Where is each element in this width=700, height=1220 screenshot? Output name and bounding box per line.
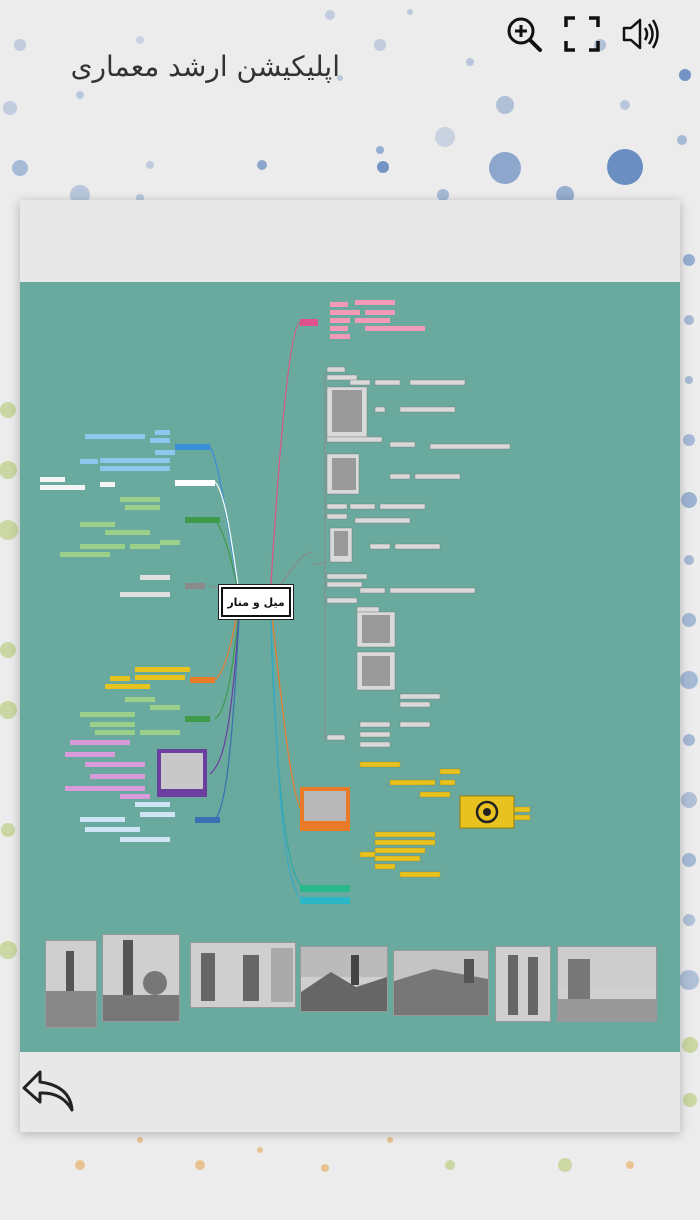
mindmap-watermark: · · · · · · · · · · · · · · [332,284,368,289]
zoom-in-icon [507,17,542,52]
zoom-in-button[interactable] [503,14,545,54]
thumbnail-image [393,950,489,1016]
fullscreen-button[interactable] [561,14,603,54]
top-bar: اپلیکیشن ارشد معماری [0,0,700,110]
back-button[interactable] [20,1066,80,1116]
mindmap-graph [40,300,531,904]
app-title: اپلیکیشن ارشد معماری [70,50,340,83]
thumbnail-image [102,934,180,1022]
thumbnail-image [45,940,97,1028]
thumbnail-image [557,946,657,1022]
mindmap-image[interactable]: · · · · · · · · · · · · · · [20,282,680,1052]
mindmap-center-node: میل و منار [221,587,291,617]
speaker-icon [622,18,659,50]
book-page: · · · · · · · · · · · · · · [20,200,680,1132]
thumbnail-strip [20,932,680,1032]
thumbnail-image [495,946,551,1022]
fullscreen-icon [564,16,600,52]
thumbnail-image [300,946,388,1012]
thumbnail-image [190,942,296,1008]
undo-arrow-icon [22,1070,74,1112]
sound-button[interactable] [620,14,662,54]
